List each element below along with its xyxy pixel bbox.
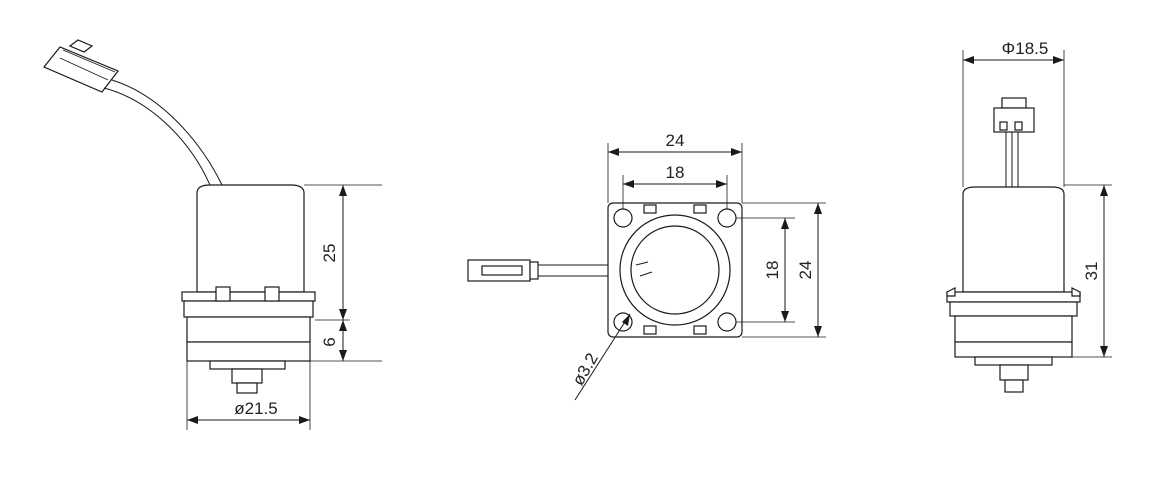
height-25-label: 25 [320,244,339,263]
connector-plug [467,259,640,282]
height-18-dimension [736,217,795,323]
width-18-dimension [622,175,728,209]
diameter-dimension [962,50,1065,187]
height-dimension [304,184,382,362]
width-24-label: 24 [666,131,685,150]
height-24-dimension [742,202,826,338]
body-inner-circle [630,225,720,315]
mounting-hole [717,312,737,332]
connector-plug [43,39,119,93]
height-18-label: 18 [763,261,782,280]
front-view: Φ18.5 31 [946,39,1112,393]
valve-body [186,316,311,394]
height-31-dimension [1064,184,1112,358]
mounting-hole [613,208,633,228]
height-24-label: 24 [796,261,815,280]
diameter-dimension [186,361,311,430]
mounting-tabs [643,204,707,335]
coil-cap [196,184,305,293]
mounting-hole [717,208,737,228]
diameter-18-5-label: Φ18.5 [1002,39,1049,58]
hole-diameter-label: ø3.2 [569,350,602,389]
coil-cap [962,186,1065,293]
cable [103,79,223,186]
flange [181,286,316,318]
width-18-label: 18 [666,163,685,182]
valve-body [954,315,1073,393]
height-31-label: 31 [1082,262,1101,281]
connector-plug [993,97,1035,187]
hole-diameter-leader [574,313,631,401]
side-view: 25 6 ø21.5 [43,39,382,430]
flange [946,287,1081,317]
diameter-21-5-label: ø21.5 [234,399,277,418]
top-view: 24 18 18 24 [467,131,826,401]
height-6-label: 6 [320,337,339,346]
width-24-dimension [607,143,743,203]
